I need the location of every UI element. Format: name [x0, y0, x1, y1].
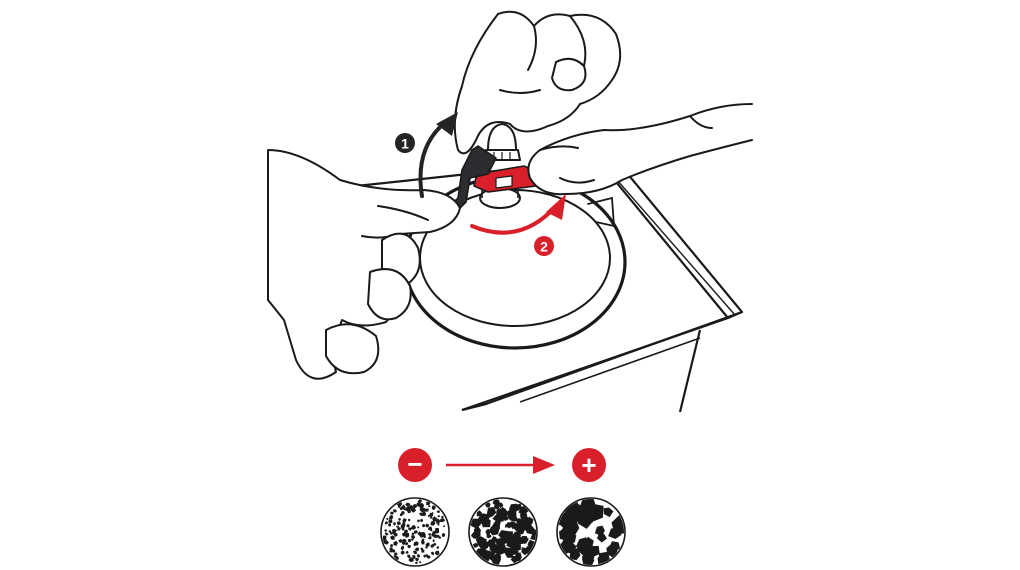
grind-sample-fine-particles — [382, 499, 446, 564]
step-2-badge — [534, 236, 554, 256]
plus-badge — [572, 448, 606, 482]
black-lever — [449, 145, 497, 213]
right-hand — [527, 103, 753, 196]
left-finger-2 — [367, 268, 412, 321]
minus-badge — [398, 448, 432, 482]
grind-sample-coarse-particles — [558, 499, 624, 565]
grind-sample-medium — [468, 497, 538, 567]
cap-nut-icon — [487, 123, 517, 151]
minus-symbol: − — [407, 449, 422, 479]
step-1-arrow — [418, 118, 450, 198]
step-arrows — [418, 112, 566, 235]
step-2-arrow — [470, 204, 558, 235]
step-1-number: 1 — [401, 136, 409, 152]
step-1-arrowhead — [436, 112, 458, 136]
step-2-arrowhead — [546, 194, 566, 220]
adjustment-assembly — [449, 123, 539, 213]
step-1-badge — [395, 133, 415, 153]
step-badges: 12 — [395, 133, 554, 256]
plus-symbol: + — [581, 450, 596, 480]
grind-scale: − + — [380, 448, 626, 567]
grind-samples — [380, 497, 626, 567]
grind-sample-coarse — [556, 497, 626, 567]
scale-arrow-head — [533, 456, 555, 474]
grind-sample-fine — [380, 497, 450, 567]
grind-sample-medium-particles — [470, 499, 536, 565]
hands — [267, 10, 753, 380]
left-finger-3 — [325, 323, 380, 375]
ring-notch — [587, 196, 615, 228]
step-2-number: 2 — [540, 239, 548, 255]
